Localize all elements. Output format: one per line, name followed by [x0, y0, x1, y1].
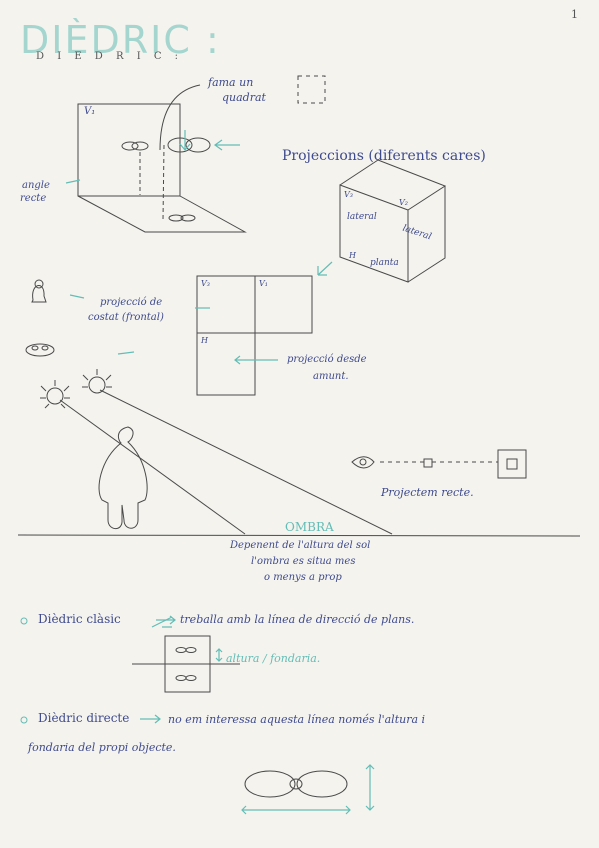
page-heading: DIÈDRIC :: [20, 18, 221, 62]
shadow-note-line2: l'ombra es situa mes: [251, 556, 356, 567]
bullet-2-text-continued: fondaria del propi objecte.: [28, 741, 176, 754]
label-v1: V₁: [84, 106, 96, 117]
projection-straight-note: Projectem recte.: [381, 486, 474, 499]
box-label-v2: V₂: [399, 198, 408, 207]
annotation-square-line2: quadrat: [222, 91, 266, 104]
bullet-1-term: Dièdric clàsic: [38, 612, 121, 626]
box-label-lateral-left: lateral: [347, 212, 377, 222]
box-label-h: H: [349, 251, 356, 260]
label-angle-line1: angle: [22, 180, 50, 191]
bullet-1-annotation: altura / fondaria.: [226, 652, 321, 665]
page-heading-spaced: D I E D R I C :: [36, 51, 184, 62]
down-projection-line2: amunt.: [313, 371, 349, 382]
bullet-2-text: no em interessa aquesta línea només l'al…: [168, 713, 426, 726]
grid-label-v1: V₁: [259, 279, 268, 288]
side-projection-line2: costat (frontal): [88, 312, 164, 323]
projections-title: Projeccions (diferents cares): [282, 148, 486, 164]
down-projection-line1: projecció desde: [287, 354, 367, 365]
label-angle-line2: recte: [20, 193, 47, 204]
annotation-square-line1: fama un: [208, 76, 254, 89]
box-label-v3: V₃: [344, 190, 353, 199]
bullet-2-term: Dièdric directe: [38, 711, 130, 725]
page-number: 1: [571, 8, 578, 21]
shadow-note-line1: Depenent de l'altura del sol: [230, 540, 371, 551]
grid-label-v3: V₃: [201, 279, 210, 288]
grid-label-h: H: [201, 336, 208, 345]
side-projection-line1: projecció de: [100, 297, 163, 308]
box-label-planta: planta: [370, 258, 399, 268]
bullet-1-text: treballa amb la línea de direcció de pla…: [180, 613, 415, 626]
shadow-note-line3: o menys a prop: [264, 572, 342, 583]
shadow-title: OMBRA: [285, 520, 334, 534]
